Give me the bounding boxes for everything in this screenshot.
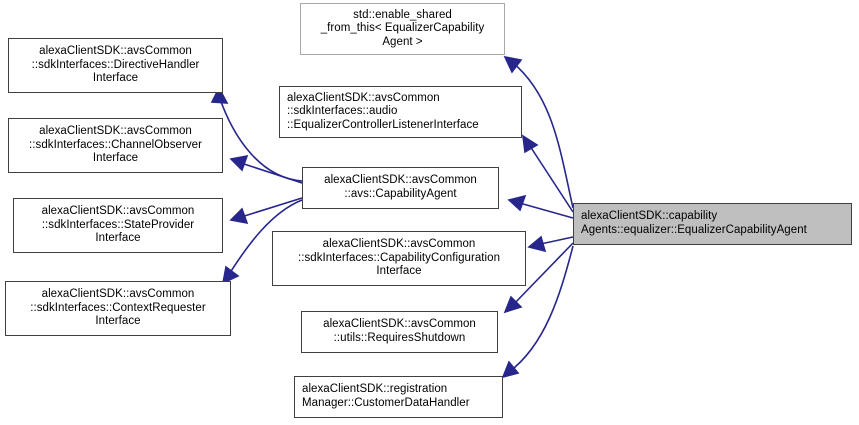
class-label-line: ::utils::RequiresShutdown (333, 332, 466, 344)
class-node-state-provider-interface[interactable]: alexaClientSDK::avsCommon ::sdkInterface… (13, 198, 223, 253)
class-node-context-requester-interface[interactable]: alexaClientSDK::avsCommon ::sdkInterface… (5, 281, 231, 336)
edge-capability-agent-to-channel-observer-interface (229, 154, 303, 184)
class-label-line: ::sdkInterfaces::ContextRequester (30, 301, 206, 314)
class-label-line: ::sdkInterfaces::CapabilityConfiguration (297, 251, 501, 264)
class-node-capability-agent[interactable]: alexaClientSDK::avsCommon ::avs::Capabil… (302, 167, 499, 209)
edge-equalizer-capability-agent-to-capability-agent (507, 194, 574, 219)
class-node-equalizer-capability-agent[interactable]: alexaClientSDK::capability Agents::equal… (573, 203, 852, 245)
class-label-line: Agents::equalizer::EqualizerCapabilityAg… (581, 224, 807, 236)
class-label-line: ::avs::CapabilityAgent (344, 188, 457, 200)
class-node-directive-handler-interface[interactable]: alexaClientSDK::avsCommon ::sdkInterface… (8, 38, 223, 93)
class-label-line: ::sdkInterfaces::DirectiveHandler (31, 58, 200, 71)
edge-capability-agent-to-state-provider-interface (229, 197, 303, 225)
class-label-line: alexaClientSDK::capability (581, 210, 718, 223)
class-label-line: std::enable_shared (353, 8, 452, 21)
class-label-line: alexaClientSDK::registration (302, 383, 448, 396)
class-label-line: _from_this< EqualizerCapability (320, 22, 485, 35)
class-label-line: alexaClientSDK::avsCommon (41, 288, 195, 301)
class-label-line: alexaClientSDK::avsCommon (322, 238, 476, 251)
class-node-customer-data-handler[interactable]: alexaClientSDK::registration Manager::Cu… (294, 376, 503, 418)
class-node-channel-observer-interface[interactable]: alexaClientSDK::avsCommon ::sdkInterface… (8, 118, 223, 173)
class-label-line: Agent > (382, 35, 423, 48)
class-label-line: alexaClientSDK::avsCommon (39, 45, 192, 58)
class-label-line: alexaClientSDK::avsCommon (287, 91, 440, 104)
class-label-line: ::sdkInterfaces::audio (287, 105, 398, 118)
class-node-requires-shutdown[interactable]: alexaClientSDK::avsCommon ::utils::Requi… (301, 311, 498, 353)
class-label-line: Manager::CustomerDataHandler (302, 397, 470, 409)
class-label-line: alexaClientSDK::avsCommon (323, 318, 476, 331)
class-node-equalizer-controller-listener-interface[interactable]: alexaClientSDK::avsCommon ::sdkInterface… (279, 86, 522, 138)
class-label-line: ::sdkInterfaces::ChannelObserver (29, 138, 202, 151)
class-label-line: alexaClientSDK::avsCommon (41, 205, 195, 218)
class-label-line: Interface (92, 152, 139, 165)
edge-equalizer-capability-agent-to-equalizer-controller-listener-interface (521, 134, 574, 213)
class-label-line: Interface (95, 315, 141, 328)
class-node-capability-configuration-interface[interactable]: alexaClientSDK::avsCommon ::sdkInterface… (272, 231, 526, 286)
class-label-line: Interface (95, 232, 141, 245)
class-label-line: Interface (92, 72, 139, 85)
class-label-line: Interface (376, 265, 422, 278)
class-label-line: alexaClientSDK::avsCommon (324, 174, 477, 187)
class-label-line: ::sdkInterfaces::StateProvider (41, 218, 195, 231)
edge-equalizer-capability-agent-to-capability-configuration-interface (527, 235, 574, 253)
class-label-line: alexaClientSDK::avsCommon (39, 125, 192, 138)
class-node-enable-shared-from-this[interactable]: std::enable_shared _from_this< Equalizer… (300, 3, 505, 55)
class-label-line: ::EqualizerControllerListenerInterface (287, 118, 479, 131)
